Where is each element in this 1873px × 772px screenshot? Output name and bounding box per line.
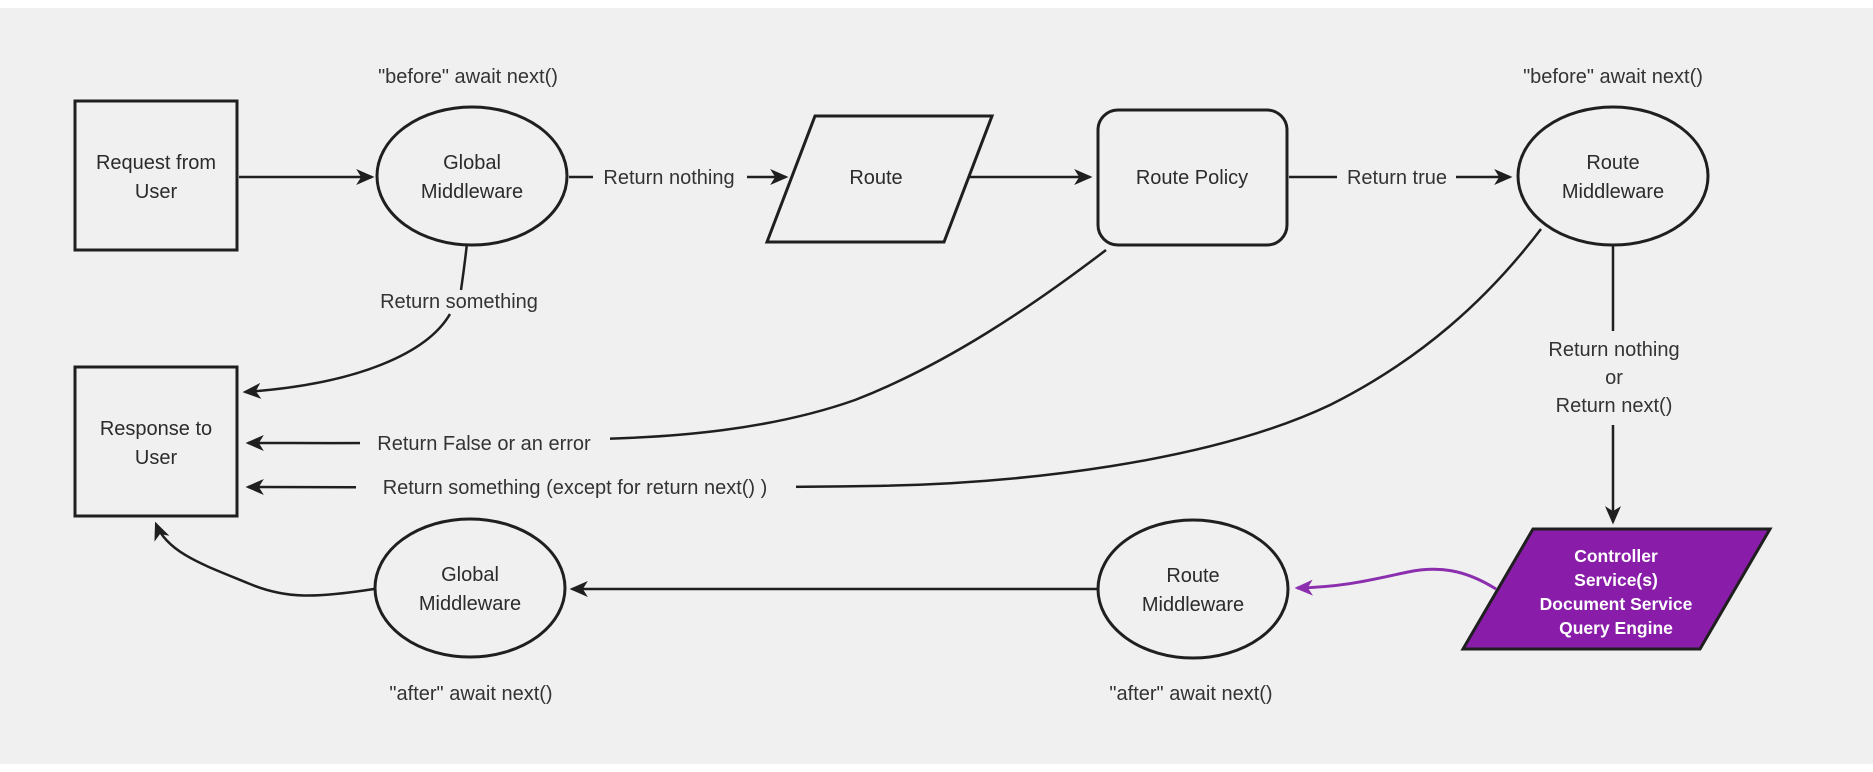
label-after-await-right: "after" await next() bbox=[1109, 683, 1272, 705]
label-before-await-right: "before" await next() bbox=[1523, 66, 1703, 88]
label-after-await-left: "after" await next() bbox=[389, 683, 552, 705]
node-global-middleware-bottom-line2: Middleware bbox=[419, 593, 521, 615]
label-return-true: Return true bbox=[1347, 167, 1447, 189]
label-return-something: Return something bbox=[380, 291, 538, 313]
node-request-line1: Request from bbox=[96, 152, 216, 174]
node-route-policy-label: Route Policy bbox=[1136, 167, 1248, 189]
node-global-middleware-bottom: Global Middleware bbox=[373, 517, 567, 659]
node-route-middleware-top: Route Middleware bbox=[1516, 105, 1710, 247]
label-return-nothing: Return nothing bbox=[603, 167, 734, 189]
node-route-label: Route bbox=[849, 167, 902, 189]
node-route: Route bbox=[764, 114, 995, 244]
node-request-line2: User bbox=[135, 181, 178, 203]
label-return-nothing-or-line2: or bbox=[1605, 367, 1623, 389]
node-controller-line2: Service(s) bbox=[1574, 570, 1658, 590]
node-route-middleware-top-line2: Middleware bbox=[1562, 181, 1664, 203]
node-controller-line1: Controller bbox=[1574, 546, 1658, 566]
node-global-middleware-top-line2: Middleware bbox=[421, 181, 523, 203]
node-response-to-user: Response to User bbox=[73, 365, 239, 518]
edge-controller-to-route-middleware-bottom bbox=[1294, 567, 1497, 596]
node-route-middleware-bottom-line2: Middleware bbox=[1142, 594, 1244, 616]
node-route-middleware-top-line1: Route bbox=[1586, 152, 1639, 174]
label-before-await-left: "before" await next() bbox=[378, 66, 558, 88]
label-bg-return-false bbox=[360, 429, 610, 458]
edge-global-middleware-to-response bbox=[154, 521, 375, 597]
label-return-something-except: Return something (except for return next… bbox=[383, 477, 768, 499]
label-return-nothing-or-line1: Return nothing bbox=[1548, 339, 1679, 361]
node-controller-line4: Query Engine bbox=[1559, 618, 1673, 638]
label-bg-return-something-except bbox=[356, 472, 796, 502]
edge-global-middleware-return-something bbox=[242, 242, 469, 399]
node-response-line1: Response to bbox=[100, 418, 212, 440]
label-return-false-or-error: Return False or an error bbox=[377, 433, 591, 455]
node-global-middleware-bottom-line1: Global bbox=[441, 564, 499, 586]
node-controller-services: Controller Service(s) Document Service Q… bbox=[1460, 527, 1773, 651]
node-response-line2: User bbox=[135, 447, 178, 469]
node-global-middleware-top: Global Middleware bbox=[375, 105, 569, 247]
node-controller-line3: Document Service bbox=[1540, 594, 1693, 614]
node-request-from-user: Request from User bbox=[73, 99, 239, 252]
node-global-middleware-top-line1: Global bbox=[443, 152, 501, 174]
node-route-middleware-bottom-line1: Route bbox=[1166, 565, 1219, 587]
label-return-nothing-or-line3: Return next() bbox=[1556, 395, 1673, 417]
node-route-policy: Route Policy bbox=[1096, 108, 1289, 247]
node-route-middleware-bottom: Route Middleware bbox=[1096, 518, 1290, 660]
